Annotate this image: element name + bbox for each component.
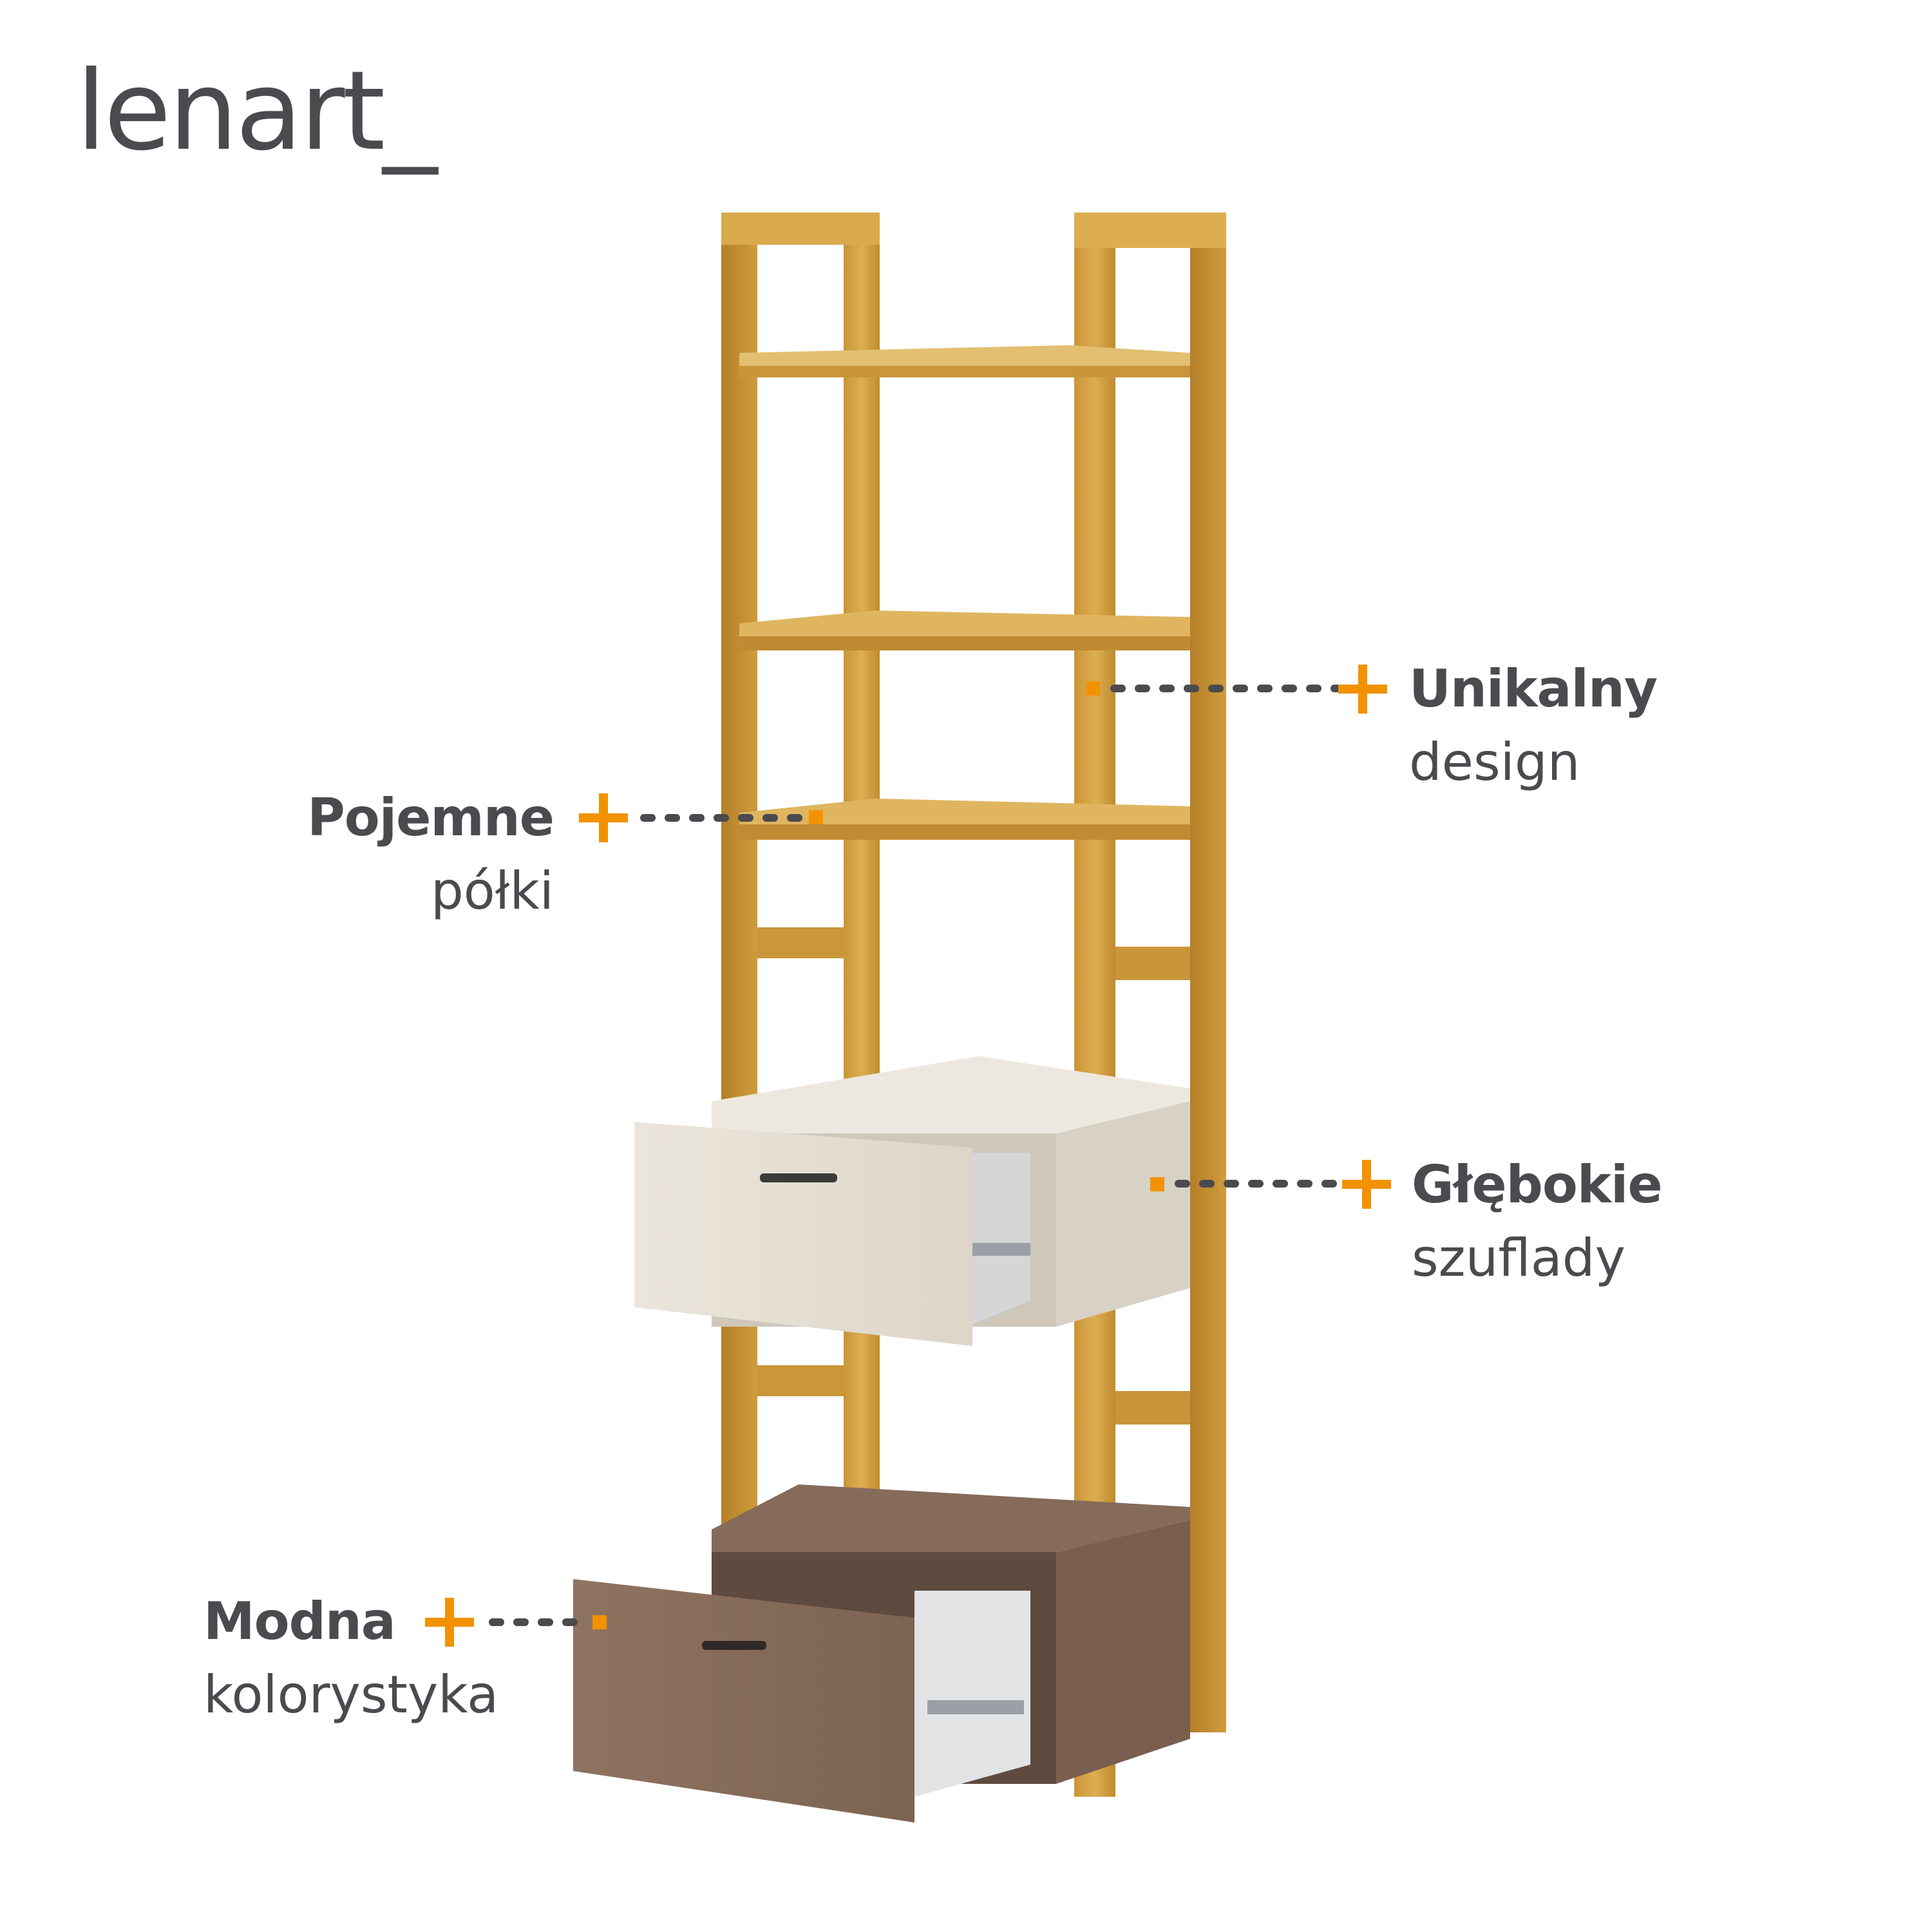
left-ladder: [721, 213, 880, 1784]
feature-title: Głębokie: [1412, 1155, 1663, 1215]
callout-glebokie: [1150, 1160, 1391, 1209]
feature-glebokie: Głębokie szuflady: [1412, 1155, 1663, 1288]
brand-logo: lenart_: [76, 48, 437, 175]
feature-title: Pojemne: [307, 788, 554, 848]
feature-subtitle: szuflady: [1412, 1228, 1625, 1288]
callout-pojemne: [579, 793, 823, 842]
cream-drawer-unit: [634, 1056, 1190, 1346]
feature-title: Unikalny: [1409, 659, 1658, 719]
callout-modna: [425, 1598, 607, 1647]
feature-unikalny: Unikalny design: [1409, 659, 1658, 792]
feature-title: Modna: [204, 1591, 396, 1651]
feature-subtitle: design: [1409, 732, 1580, 792]
callout-unikalny: [1086, 665, 1387, 714]
feature-pojemne: Pojemne półki: [307, 792, 554, 917]
feature-subtitle: półki: [430, 861, 554, 921]
feature-modna: Modna kolorystyka: [204, 1596, 498, 1721]
feature-subtitle: kolorystyka: [204, 1665, 499, 1725]
shelves: [739, 345, 1190, 840]
brown-drawer-unit: [573, 1484, 1190, 1823]
